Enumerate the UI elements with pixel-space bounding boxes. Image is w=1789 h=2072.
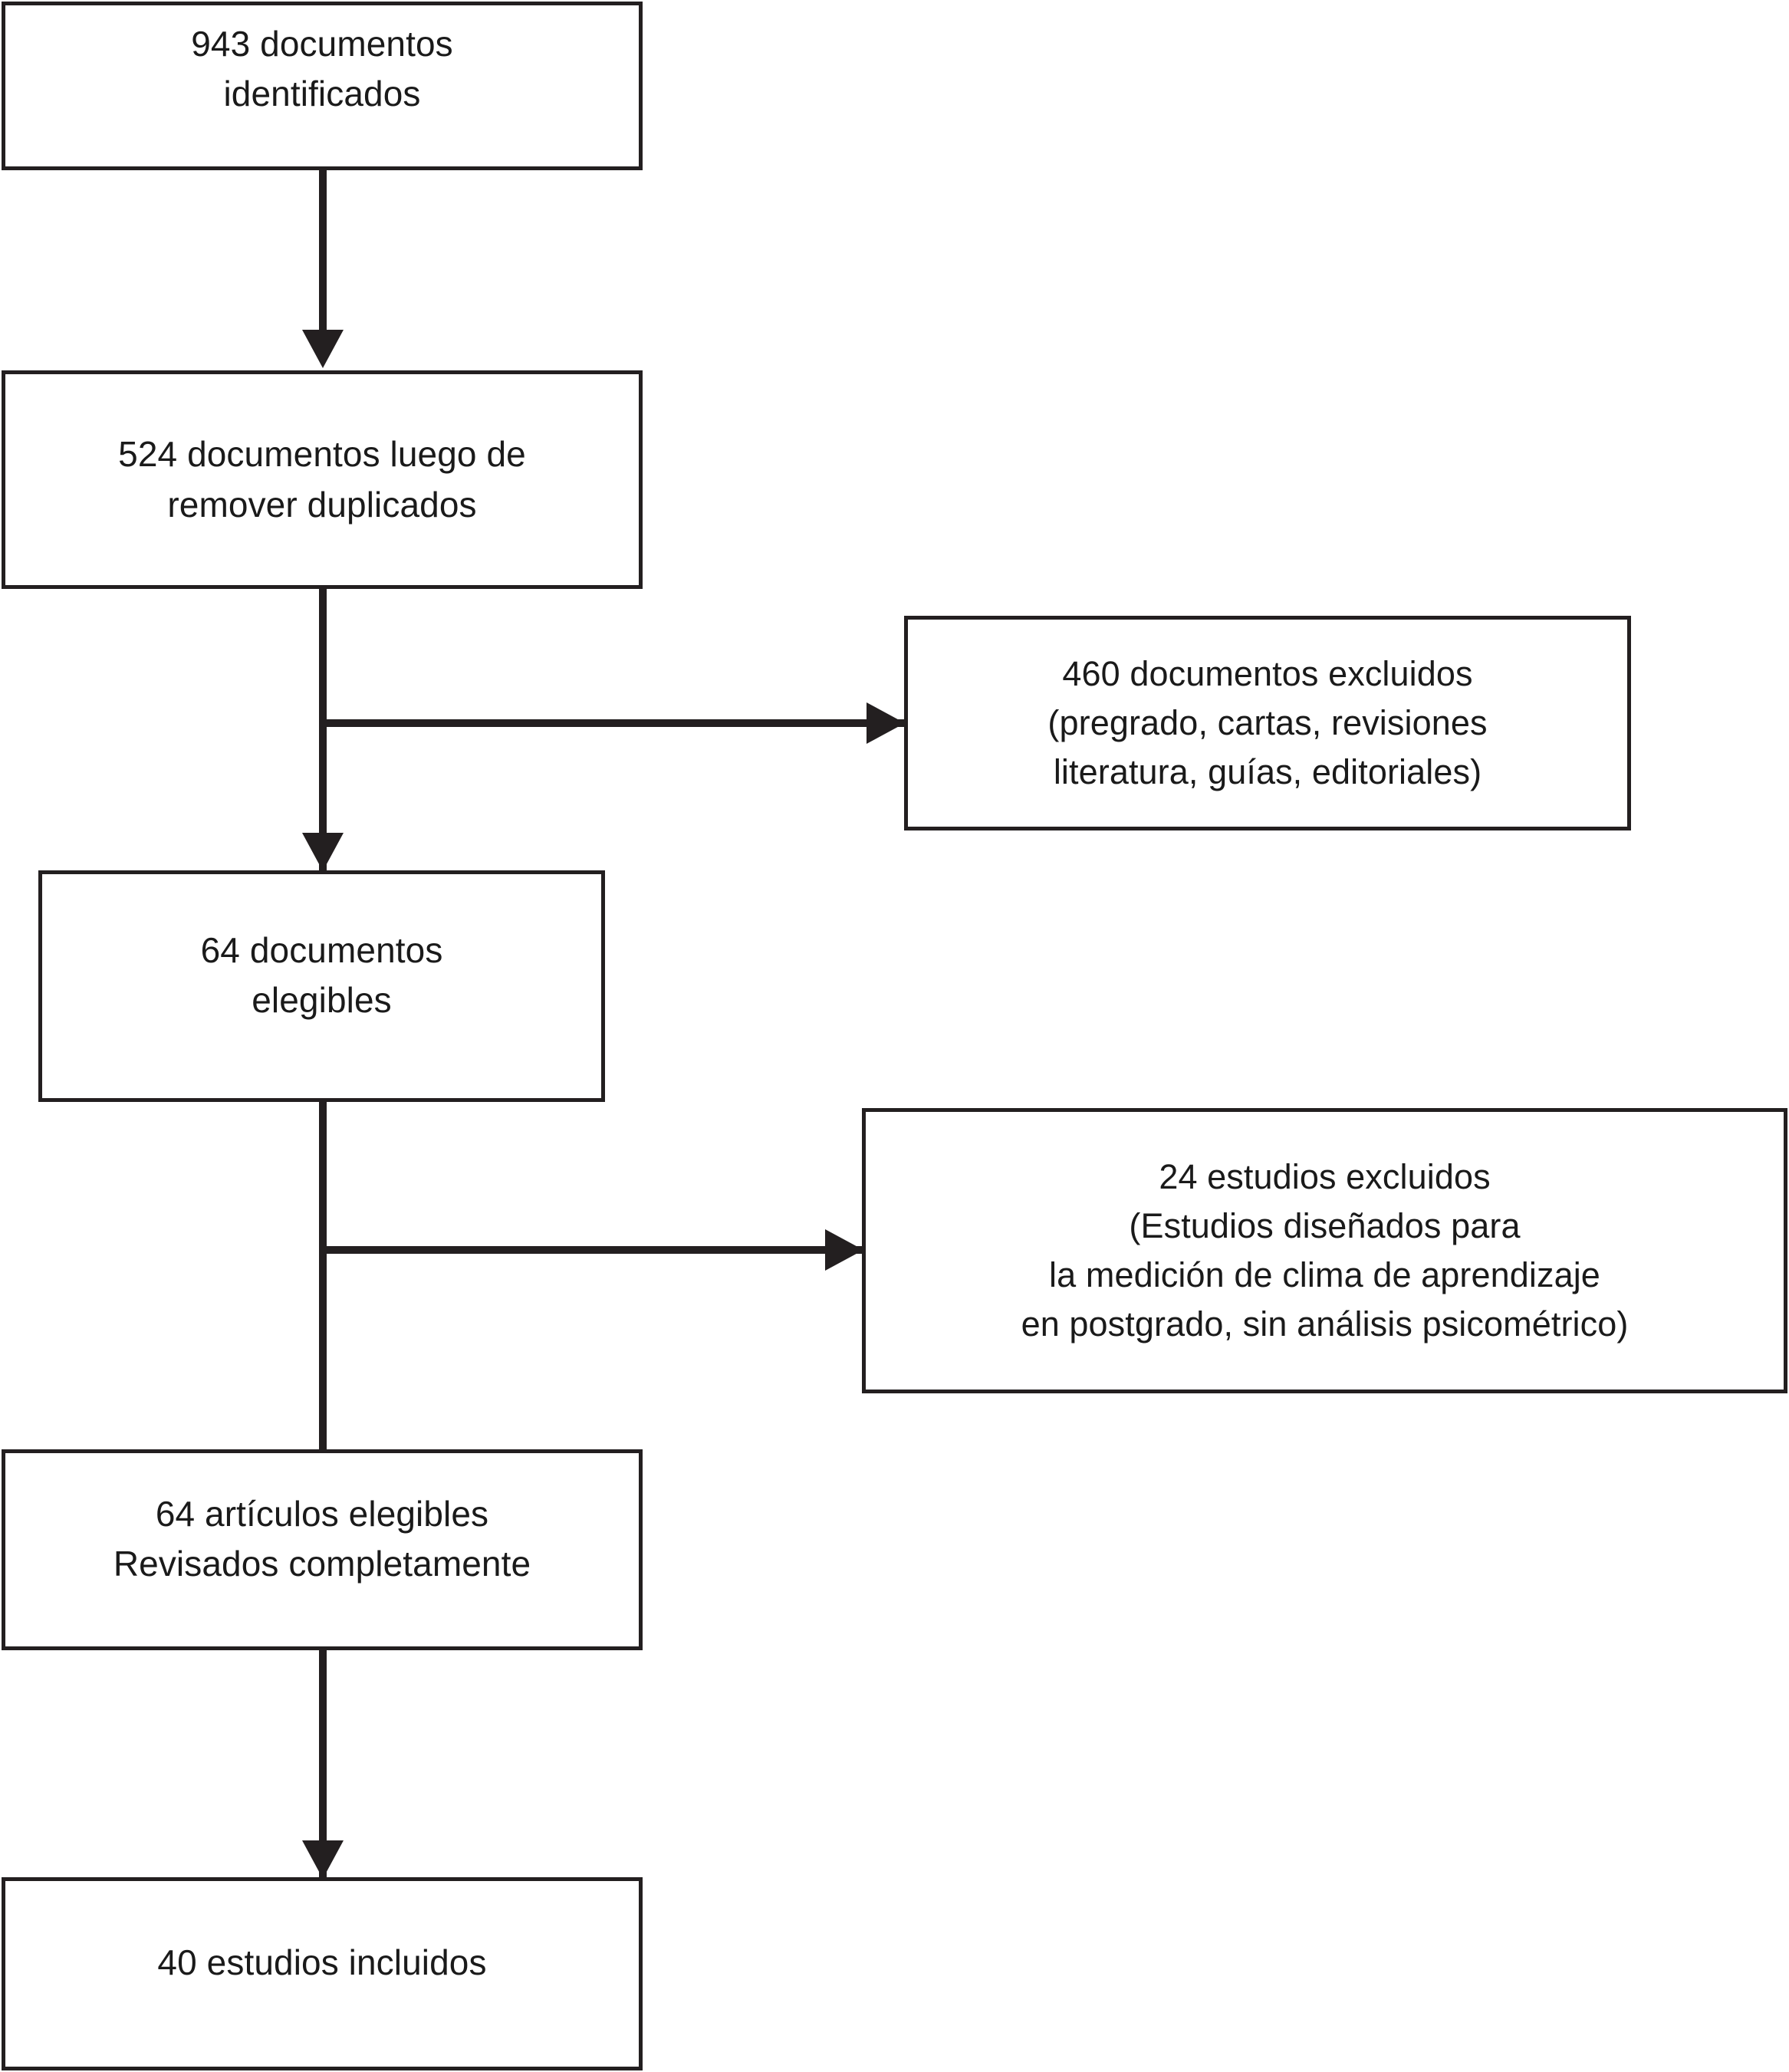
node-label-included-studies: 40 estudios incluidos [157, 1942, 487, 1983]
node-label-fulltext-reviewed: 64 artículos elegibles Revisados complet… [113, 1493, 531, 1584]
node-documents-after-duplicates-removed: 524 documentos luego de remover duplicad… [2, 370, 643, 589]
arrow-right-icon-duplicates-to-excluded [867, 702, 905, 744]
node-documents-excluded: 460 documentos excluidos (pregrado, cart… [904, 616, 1631, 830]
arrow-down-icon-identified-to-duplicates [302, 330, 344, 368]
node-label-documents-after-duplicates-removed: 524 documentos luego de remover duplicad… [118, 434, 526, 525]
node-label-eligible-documents: 64 documentos elegibles [200, 929, 443, 1020]
arrow-down-icon-fulltext-to-included [302, 1840, 344, 1879]
connector-duplicates-to-eligible-line [319, 589, 327, 873]
node-studies-excluded: 24 estudios excluidos (Estudios diseñado… [862, 1108, 1787, 1393]
arrow-right-icon-eligible-to-excluded-studies [825, 1229, 863, 1271]
connector-eligible-to-excluded-studies-line [323, 1246, 865, 1254]
node-fulltext-reviewed: 64 artículos elegibles Revisados complet… [2, 1449, 643, 1650]
node-eligible-documents: 64 documentos elegibles [38, 870, 605, 1102]
node-included-studies: 40 estudios incluidos [2, 1877, 643, 2070]
node-documents-identified: 943 documentos identificados [2, 2, 643, 170]
node-label-documents-excluded: 460 documentos excluidos (pregrado, cart… [1047, 654, 1488, 791]
connector-eligible-to-fulltext-line [319, 1102, 327, 1490]
connector-identified-to-duplicates-line [319, 170, 327, 331]
connector-fulltext-to-included-line [319, 1650, 327, 1915]
node-label-studies-excluded: 24 estudios excluidos (Estudios diseñado… [1021, 1157, 1629, 1344]
connector-duplicates-to-excluded-line [323, 719, 906, 727]
node-label-documents-identified: 943 documentos identificados [191, 23, 453, 113]
arrow-down-icon-duplicates-to-eligible [302, 833, 344, 871]
